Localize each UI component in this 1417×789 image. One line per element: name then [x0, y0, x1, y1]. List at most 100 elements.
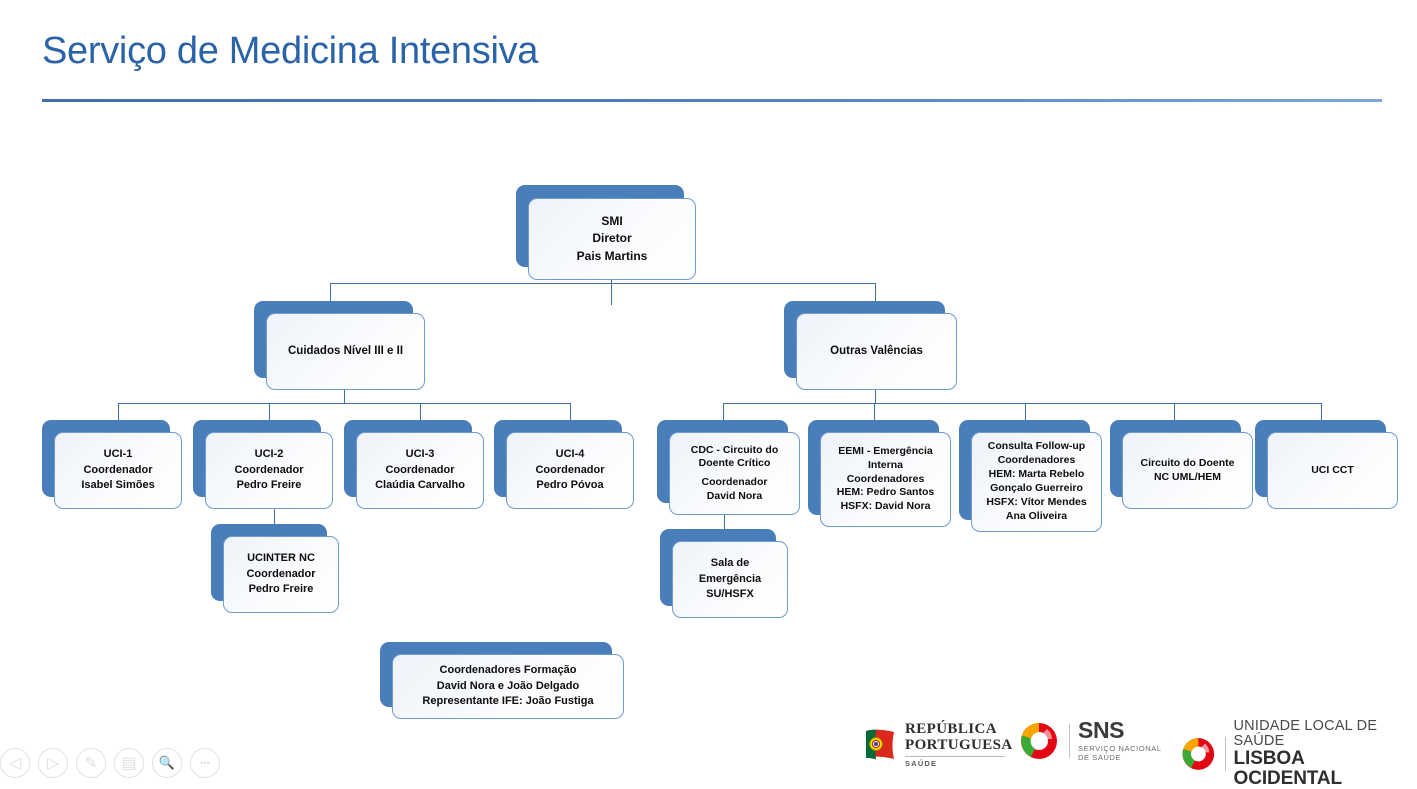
node-circuito-doente-nc[interactable]: Circuito do Doente NC UML/HEM — [1110, 420, 1253, 509]
node-line: Representante IFE: João Fustiga — [422, 695, 594, 708]
connector-circuito-drop — [1174, 403, 1175, 421]
node-uci-1[interactable]: UCI-1 Coordenador Isabel Simões — [42, 420, 182, 509]
node-smi[interactable]: SMI Diretor Pais Martins — [516, 185, 696, 280]
node-line: Coordenadores — [846, 472, 925, 485]
node-consulta-followup-card: Consulta Follow-up Coordenadores HEM: Ma… — [971, 432, 1102, 532]
node-line: Cuidados Nível III e II — [287, 345, 404, 358]
node-line: UCI CCT — [1311, 463, 1354, 476]
node-line: UCI-4 — [555, 447, 585, 460]
uls-line2: LISBOA OCIDENTAL — [1233, 748, 1343, 789]
node-eemi[interactable]: EEMI - Emergência Interna Coordenadores … — [808, 420, 951, 527]
node-ucinter-nc-card: UCINTER NC Coordenador Pedro Freire — [223, 536, 339, 613]
node-line: HEM: Marta Rebelo — [988, 468, 1085, 481]
connector-uci2-drop — [269, 403, 270, 421]
zoom-button[interactable]: 🔍 — [152, 748, 182, 778]
node-line: SU/HSFX — [706, 588, 754, 601]
node-line: Pedro Freire — [236, 479, 302, 492]
node-line: Claúdia Carvalho — [375, 479, 465, 492]
node-uci-4-card: UCI-4 Coordenador Pedro Póvoa — [506, 432, 634, 509]
connector-level1-left-drop — [330, 283, 331, 305]
logo-uls-lisboa-ocidental: UNIDADE LOCAL DE SAÚDE LISBOA OCIDENTAL — [1180, 718, 1407, 789]
node-line: Diretor — [592, 231, 632, 246]
node-line: UCI-1 — [103, 447, 133, 460]
sns-divider — [1069, 724, 1070, 759]
node-line: Interna — [867, 459, 903, 472]
node-line: UCINTER NC — [247, 551, 315, 564]
node-line: Coordenador — [385, 463, 455, 476]
node-line: Pais Martins — [576, 248, 648, 263]
slideshow-toolbar[interactable]: ◁ ▷ ✎ ▤ 🔍 ••• — [0, 748, 220, 778]
connector-right-children-bar — [723, 403, 1321, 404]
node-line: Pedro Póvoa — [536, 479, 604, 492]
connector-ucicct-drop — [1321, 403, 1322, 421]
node-uci-4[interactable]: UCI-4 Coordenador Pedro Póvoa — [494, 420, 634, 509]
node-line: Coordenador — [246, 567, 316, 580]
connector-uci1-drop — [118, 403, 119, 421]
node-outras-valencias-card: Outras Valências — [796, 313, 957, 390]
connector-eemi-drop — [874, 403, 875, 421]
connector-uci2-to-ucinter — [274, 506, 275, 528]
node-line: Pedro Freire — [248, 583, 314, 596]
node-line: HEM: Pedro Santos — [836, 486, 935, 499]
connector-uci3-drop — [420, 403, 421, 421]
node-line: Emergência — [698, 572, 762, 585]
next-slide-button[interactable]: ▷ — [38, 748, 68, 778]
node-outras-valencias[interactable]: Outras Valências — [784, 301, 957, 390]
node-coordenadores-formacao-card: Coordenadores Formação David Nora e João… — [392, 654, 624, 719]
republica-sub: SAÚDE — [905, 758, 938, 768]
node-cuidados-nivel[interactable]: Cuidados Nível III e II — [254, 301, 425, 390]
node-line: HSFX: Vítor Mendes — [986, 495, 1087, 508]
node-uci-cct-card: UCI CCT — [1267, 432, 1398, 509]
node-line: Ana Oliveira — [1005, 509, 1068, 522]
uls-text: UNIDADE LOCAL DE SAÚDE LISBOA OCIDENTAL — [1233, 718, 1407, 789]
node-line: NC UML/HEM — [1153, 470, 1222, 483]
node-line: Coordenador — [701, 476, 768, 489]
logo-sns: SNS SERVIÇO NACIONAL DE SAÚDE — [1017, 719, 1162, 763]
node-line: Sala de — [710, 556, 750, 569]
node-uci-cct[interactable]: UCI CCT — [1255, 420, 1398, 509]
node-line: CDC - Circuito do — [690, 444, 779, 457]
republica-divider — [905, 755, 1005, 757]
node-line: Gonçalo Guerreiro — [990, 482, 1083, 494]
node-line: Coordenador — [535, 463, 605, 476]
title-divider — [42, 99, 1382, 102]
sns-text: SNS SERVIÇO NACIONAL DE SAÚDE — [1078, 719, 1162, 763]
page-title: Serviço de Medicina Intensiva — [42, 30, 539, 72]
sns-sub2: DE SAÚDE — [1078, 753, 1122, 763]
node-line: Doente Crítico — [698, 457, 771, 470]
node-uci-3-card: UCI-3 Coordenador Claúdia Carvalho — [356, 432, 484, 509]
pen-tool-button[interactable]: ✎ — [76, 748, 106, 778]
node-ucinter-nc[interactable]: UCINTER NC Coordenador Pedro Freire — [211, 524, 339, 613]
uls-swirl-icon — [1182, 738, 1215, 770]
republica-line2: PORTUGUESA — [905, 736, 1013, 753]
previous-slide-button[interactable]: ◁ — [0, 748, 30, 778]
slide-overview-button[interactable]: ▤ — [114, 748, 144, 778]
uls-line1: UNIDADE LOCAL DE SAÚDE — [1233, 718, 1378, 750]
node-sala-emergencia[interactable]: Sala de Emergência SU/HSFX — [660, 529, 788, 618]
logo-republica-portuguesa: REPÚBLICA PORTUGUESA SAÚDE — [862, 721, 1013, 768]
connector-left-branch-down — [344, 388, 345, 404]
node-line: Coordenador — [83, 463, 153, 476]
node-uci-3[interactable]: UCI-3 Coordenador Claúdia Carvalho — [344, 420, 484, 509]
connector-left-children-bar — [118, 403, 571, 404]
node-consulta-followup[interactable]: Consulta Follow-up Coordenadores HEM: Ma… — [959, 420, 1102, 532]
node-cuidados-nivel-card: Cuidados Nível III e II — [266, 313, 425, 390]
node-line: HSFX: David Nora — [840, 499, 931, 512]
portugal-flag-icon — [866, 729, 894, 760]
republica-line1: REPÚBLICA — [905, 721, 997, 737]
node-line: David Nora e João Delgado — [436, 679, 580, 692]
connector-level1-right-drop — [875, 283, 876, 305]
sns-sub1: SERVIÇO NACIONAL — [1078, 743, 1162, 753]
node-smi-card: SMI Diretor Pais Martins — [528, 198, 696, 280]
node-uci-2[interactable]: UCI-2 Coordenador Pedro Freire — [193, 420, 333, 509]
connector-cdc-drop — [723, 403, 724, 421]
more-options-button[interactable]: ••• — [190, 748, 220, 778]
node-cdc[interactable]: CDC - Circuito do Doente Crítico Coorden… — [657, 420, 800, 515]
node-circuito-doente-nc-card: Circuito do Doente NC UML/HEM — [1122, 432, 1253, 509]
node-sala-emergencia-card: Sala de Emergência SU/HSFX — [672, 541, 788, 618]
connector-cdc-to-sala — [724, 511, 725, 533]
node-uci-2-card: UCI-2 Coordenador Pedro Freire — [205, 432, 333, 509]
node-line: David Nora — [706, 489, 763, 502]
node-line: UCI-2 — [254, 447, 284, 460]
node-coordenadores-formacao[interactable]: Coordenadores Formação David Nora e João… — [380, 642, 624, 719]
